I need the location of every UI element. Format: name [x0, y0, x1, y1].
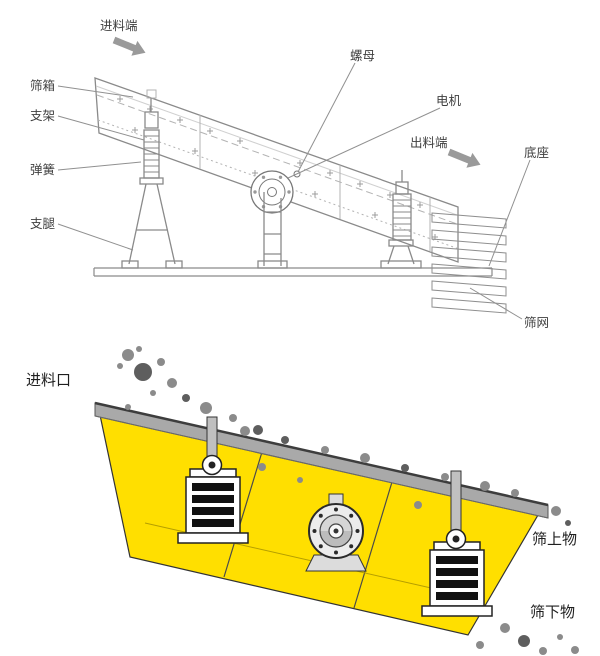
label-discharge-end: 出料端 — [410, 135, 448, 150]
discharge-direction-arrow — [447, 148, 481, 168]
motor-exciter — [305, 493, 367, 572]
label-screen-box: 筛箱 — [30, 78, 55, 93]
leader-support — [57, 115, 145, 141]
left-spring-coils — [144, 135, 159, 173]
process-illustration: 进料口 筛上物 筛下物 — [26, 346, 579, 655]
vibrator-mid-circle — [258, 178, 286, 206]
deck-bottom-edge — [94, 415, 549, 519]
left-washer-dot — [208, 461, 216, 469]
left-support-drawing — [121, 89, 183, 269]
right-support-drawing — [380, 170, 422, 269]
box-centerline-dashed — [96, 94, 458, 225]
right-spring-housing — [392, 193, 412, 241]
leader-lines — [57, 62, 531, 320]
screen-box-outline — [94, 77, 459, 263]
right-plate — [388, 239, 414, 247]
leader-base — [488, 159, 531, 267]
label-motor: 电机 — [436, 93, 462, 108]
middle-foot — [257, 260, 288, 269]
label-spring: 弹簧 — [30, 162, 55, 177]
label-screen-mesh: 筛网 — [524, 315, 549, 330]
left-apex-plate — [139, 177, 164, 185]
vibrator-hub-circle — [267, 187, 277, 197]
label-oversize: 筛上物 — [532, 530, 577, 548]
right-spring-coil-bars — [436, 556, 478, 600]
left-spring-coil-bars — [192, 483, 234, 527]
screen-mesh-slats — [431, 212, 507, 314]
leader-nut — [297, 62, 356, 173]
motor-shadow-arc — [320, 531, 352, 547]
vibrator-outer-circle — [250, 170, 294, 214]
motor-bolt-dots — [312, 507, 360, 555]
box-stiffeners — [199, 115, 431, 251]
right-spring-assembly — [421, 541, 493, 617]
label-feed-end: 进料端 — [100, 18, 138, 33]
middle-column — [263, 192, 282, 266]
vibrator-drawing — [250, 170, 301, 214]
left-a-frame-legs — [128, 98, 176, 265]
leader-screen-mesh — [469, 287, 523, 320]
label-base: 底座 — [524, 145, 549, 160]
leader-spring — [57, 161, 142, 171]
right-spring-base-plate — [421, 605, 493, 617]
base-rails — [93, 267, 493, 277]
leader-motor — [287, 107, 441, 179]
label-support-leg: 支腿 — [30, 216, 56, 231]
material-particles — [117, 346, 579, 655]
deck-top-edge — [94, 401, 549, 507]
leader-support-leg — [57, 223, 134, 251]
technical-drawing: 进料端 筛箱 支架 弹簧 支腿 螺母 电机 出料端 底座 筛网 — [30, 18, 549, 330]
motor-hub-dot — [333, 528, 339, 534]
bolt-plus-marks — [117, 96, 438, 240]
left-spring-assembly — [177, 468, 249, 544]
right-foot — [380, 260, 422, 269]
right-spring-coils — [393, 199, 411, 237]
label-undersize: 筛下物 — [530, 603, 575, 621]
label-nut: 螺母 — [350, 48, 375, 63]
leader-screen-box — [57, 85, 134, 98]
label-feed-inlet: 进料口 — [26, 371, 71, 389]
left-spring-base-plate — [177, 532, 249, 544]
right-washer-dot — [452, 535, 460, 543]
spring-pins — [201, 416, 467, 550]
feed-direction-arrow — [112, 36, 146, 56]
panel-seams — [223, 451, 393, 609]
label-support: 支架 — [30, 108, 55, 123]
